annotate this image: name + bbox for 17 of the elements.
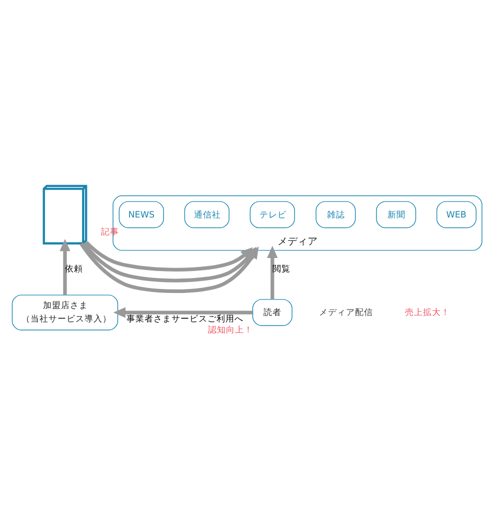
- label: メディア配信: [318, 308, 373, 318]
- node-label: 認知向上！: [208, 326, 254, 336]
- arrow: [113, 307, 253, 318]
- node-box: NEWS: [118, 201, 164, 228]
- arrow: [267, 246, 278, 300]
- node-box: WEB: [436, 201, 476, 228]
- arrow: [60, 238, 70, 295]
- node-box: 加盟店さま （当社サービス導入）: [12, 294, 118, 330]
- node-box: 新聞: [376, 201, 416, 228]
- node-box: テレビ: [250, 201, 295, 228]
- node-box: 通信社: [184, 201, 230, 228]
- edge-label: 事業者さまサービスご利用へ: [126, 314, 244, 325]
- node-box: 読者: [252, 299, 292, 326]
- edge-label: 閲覧: [272, 264, 290, 274]
- edge-label: 依頼: [65, 264, 84, 274]
- label: 売上拡大！: [404, 308, 450, 318]
- node-box: 雑誌: [316, 201, 356, 228]
